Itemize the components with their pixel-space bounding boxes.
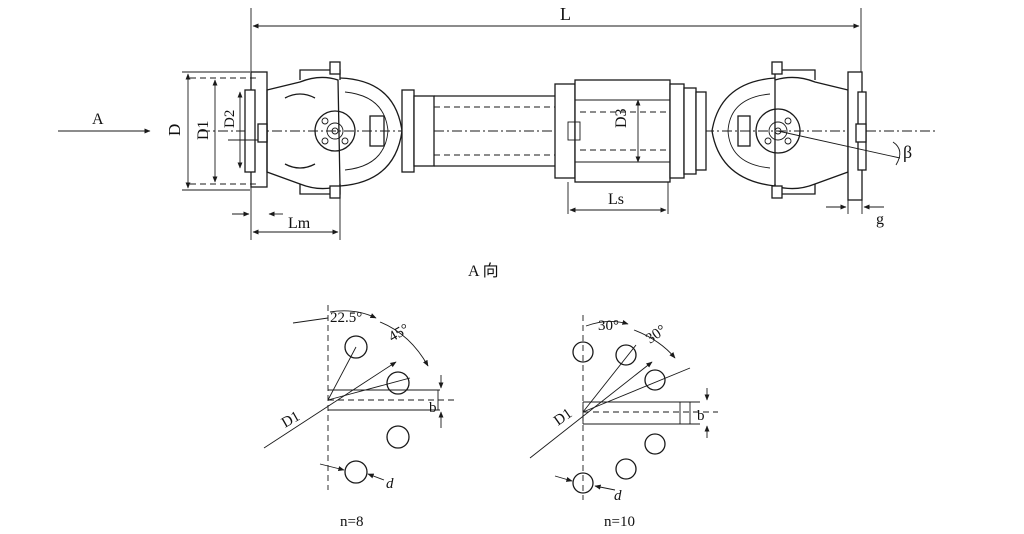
label-D1: D1 <box>195 120 212 140</box>
label-dia-n8: D1 <box>279 408 303 431</box>
caption-n8: n=8 <box>340 514 363 530</box>
label-L: L <box>560 4 571 24</box>
dimension-g: g <box>826 204 884 228</box>
label-g: g <box>876 211 884 228</box>
shaft-side-view: L <box>58 4 935 240</box>
shaft-tube <box>434 95 555 167</box>
view-title: A 向 <box>468 262 499 280</box>
dimension-Ls: Ls <box>569 191 667 213</box>
dimension-D2: D2 <box>222 91 258 169</box>
left-flange <box>190 71 268 188</box>
dimension-L: L <box>250 4 862 72</box>
caption-n10: n=10 <box>604 514 635 530</box>
dimension-D1: D1 <box>195 79 218 183</box>
left-collar <box>401 89 435 173</box>
flange-pattern-n8: 22.5° 45° D1 b d n=8 <box>263 305 455 530</box>
view-arrow-A: A <box>58 111 151 134</box>
flange-pattern-n10: 30° 30° D1 b d n=10 <box>529 315 718 530</box>
dimension-D3: D3 <box>613 99 641 163</box>
label-D: D <box>165 124 184 136</box>
label-view-arrow-A: A <box>92 111 104 128</box>
spline-sleeve <box>554 79 697 214</box>
right-flange <box>847 71 867 214</box>
angle-beta: β <box>777 130 912 166</box>
left-yoke <box>266 61 403 199</box>
label-D2: D2 <box>222 110 238 128</box>
right-yoke <box>711 61 849 199</box>
label-Lm: Lm <box>288 215 311 232</box>
label-beta: β <box>903 142 912 162</box>
dimension-Lm: Lm <box>232 187 341 240</box>
dimension-D: D <box>165 71 250 191</box>
right-collar <box>695 91 707 171</box>
label-angle-a-n8: 22.5° <box>330 310 362 326</box>
label-Ls: Ls <box>608 191 624 208</box>
label-hole-n10: d <box>614 488 622 504</box>
label-key-n8: b <box>429 400 437 416</box>
label-angle-b-n8: 45° <box>386 321 412 345</box>
label-hole-n8: d <box>386 476 394 492</box>
label-angle-b-n10: 30° <box>643 322 669 347</box>
label-D3: D3 <box>613 108 630 128</box>
label-key-n10: b <box>697 408 705 424</box>
label-angle-a-n10: 30° <box>598 318 619 334</box>
